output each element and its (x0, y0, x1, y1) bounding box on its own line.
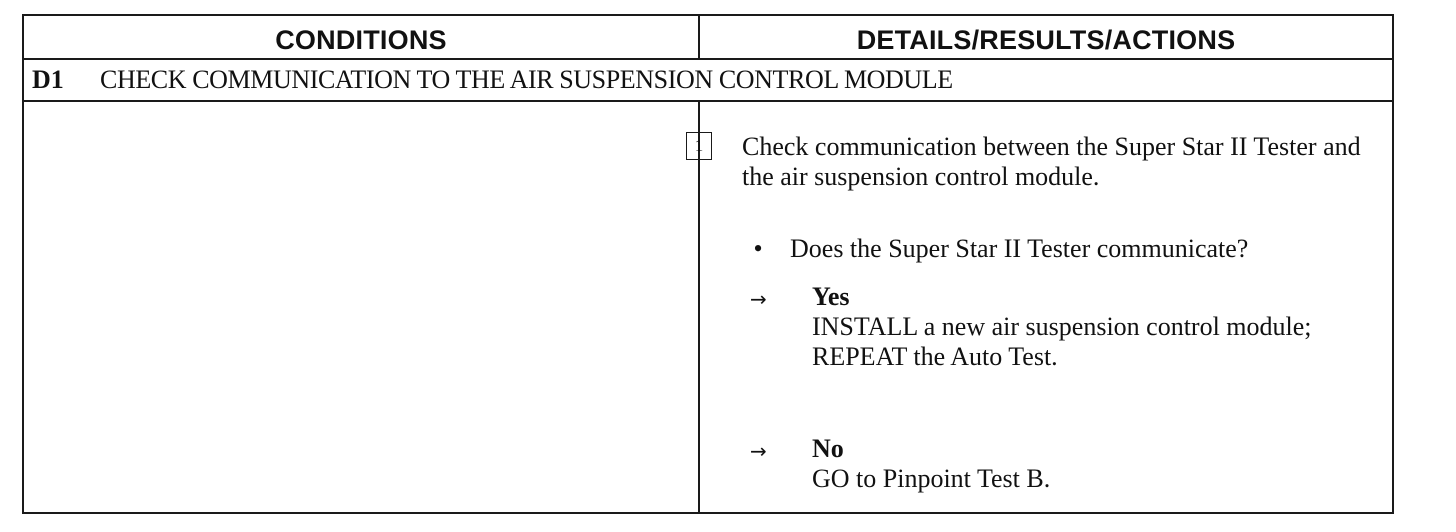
answer-yes-action: INSTALL a new air suspension control mod… (812, 312, 1312, 371)
answer-no: No GO to Pinpoint Test B. (812, 434, 1372, 494)
step-number-box: 1 (686, 132, 712, 160)
test-step-row: D1 CHECK COMMUNICATION TO THE AIR SUSPEN… (24, 60, 1392, 102)
conditions-column-header: CONDITIONS (275, 25, 447, 55)
answer-no-label: No (812, 434, 844, 463)
answer-no-action: GO to Pinpoint Test B. (812, 464, 1051, 493)
step-question: Does the Super Star II Tester communicat… (790, 234, 1249, 263)
body-column-divider (698, 102, 700, 512)
step-instruction: Check communication between the Super St… (742, 132, 1361, 191)
answer-yes: Yes INSTALL a new air suspension control… (812, 282, 1372, 372)
details-column-header: DETAILS/RESULTS/ACTIONS (856, 25, 1236, 55)
header-column-divider (698, 16, 700, 60)
table-header-row: CONDITIONS DETAILS/RESULTS/ACTIONS (24, 16, 1392, 60)
test-step-title: CHECK COMMUNICATION TO THE AIR SUSPENSIO… (100, 65, 953, 94)
pinpoint-test-table: CONDITIONS DETAILS/RESULTS/ACTIONS D1 CH… (22, 14, 1394, 514)
answer-yes-label: Yes (812, 282, 850, 311)
arrow-right-icon: → (750, 439, 767, 463)
arrow-right-icon: → (750, 287, 767, 311)
bullet-icon: • (753, 234, 763, 263)
test-step-id: D1 (32, 65, 64, 94)
